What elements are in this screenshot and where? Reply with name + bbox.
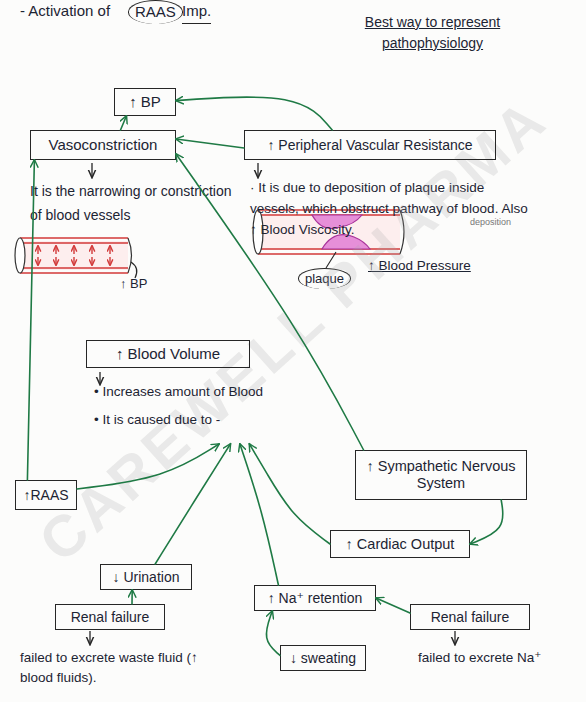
circled-term: RAAS — [128, 0, 183, 24]
node-heading: Renal failure — [71, 609, 150, 625]
causal-arrow — [376, 598, 410, 613]
leader-bracket — [131, 262, 137, 278]
vessel-lumen — [20, 241, 128, 270]
causal-arrow — [240, 444, 279, 585]
cause-box: ↓ Urination — [100, 564, 192, 590]
causal-arrow — [176, 139, 244, 148]
node-heading: Renal failure — [431, 609, 510, 625]
cause-box: ↑ Cardiac Output — [330, 530, 470, 558]
note-heading: Best way to represent pathophysiology — [350, 12, 515, 54]
cause-box: ↑ Sympathetic Nervous System — [355, 450, 527, 500]
cause-box: Renal failure — [410, 604, 530, 630]
cause-box: ↑ Na⁺ retention — [254, 585, 376, 611]
importance-mark: Imp. — [182, 0, 211, 24]
node-heading: ↑ Na⁺ retention — [268, 590, 363, 606]
vessel-opening — [15, 238, 25, 273]
down-arrow — [91, 163, 92, 177]
node-heading: Vasoconstriction — [49, 136, 158, 153]
box-outline: ↑ Blood Volume — [86, 340, 250, 368]
node-heading: ↑ Peripheral Vascular Resistance — [267, 137, 472, 153]
description-text: failed to excrete waste fluid (↑ blood f… — [20, 648, 200, 689]
bullet-text: • Increases amount of Blood — [94, 384, 263, 400]
bullet-text: • It is caused due to - — [94, 412, 220, 428]
node-heading: ↑ BP — [129, 93, 161, 110]
causal-arrow — [176, 97, 332, 130]
mechanism-box: ↑ Peripheral Vascular Resistance — [244, 130, 496, 160]
mechanism-box: Vasoconstriction — [30, 130, 176, 160]
causal-arrow — [249, 444, 330, 544]
node-heading: ↑ Blood Volume — [116, 345, 220, 362]
description-text: It is the narrowing or constriction of b… — [30, 180, 235, 228]
note-text: - Activation of — [20, 0, 110, 23]
node-heading: ↑ Sympathetic Nervous System — [360, 458, 522, 491]
causal-arrow — [176, 154, 364, 450]
down-arrow — [89, 631, 90, 644]
annotation-text: deposition — [470, 216, 511, 230]
causal-arrow — [77, 444, 219, 489]
node-heading: ↑ Cardiac Output — [346, 536, 455, 553]
cause-box: Renal failure — [55, 604, 165, 630]
vessel-end — [128, 238, 132, 273]
causal-arrow — [121, 116, 127, 130]
node-heading: ↑RAAS — [23, 487, 68, 503]
cause-box: ↓ sweating — [280, 645, 366, 671]
node-heading: ↓ sweating — [290, 650, 356, 666]
down-arrow — [454, 631, 455, 644]
vessel-illustration — [15, 238, 137, 278]
pressure-arrows — [38, 246, 110, 265]
effect-box: ↑ BP — [114, 88, 176, 116]
causal-arrow — [155, 444, 230, 564]
vessel-wall — [20, 238, 128, 273]
illustration-label: ↑ BP — [120, 274, 147, 294]
mechanism-box: ↑ Blood Volume • Increases amount of Bloo… — [86, 340, 276, 444]
node-heading: ↓ Urination — [113, 569, 180, 585]
cause-box: ↑RAAS — [15, 480, 77, 510]
causal-arrow — [27, 160, 34, 480]
causal-arrow — [266, 611, 280, 655]
description-text: failed to excrete Na⁺ — [418, 648, 578, 668]
causal-arrow — [131, 590, 133, 604]
causal-arrow — [470, 500, 503, 544]
down-arrow — [257, 163, 258, 177]
down-arrow — [99, 372, 100, 384]
